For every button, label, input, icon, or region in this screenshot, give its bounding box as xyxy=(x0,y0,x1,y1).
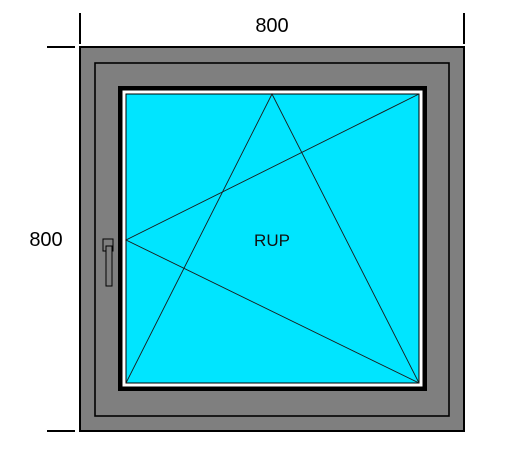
turn-opening-line xyxy=(124,93,420,384)
opening-type-label: RUP xyxy=(254,231,290,250)
width-dimension: 800 xyxy=(79,13,465,44)
width-label: 800 xyxy=(255,15,288,37)
height-label: 800 xyxy=(29,229,62,251)
opening-lines xyxy=(124,93,420,384)
glass-pane xyxy=(125,93,420,384)
tilt-opening-line xyxy=(125,93,420,384)
height-dimension: 800 xyxy=(29,46,75,432)
window-handle-icon[interactable] xyxy=(102,238,114,287)
